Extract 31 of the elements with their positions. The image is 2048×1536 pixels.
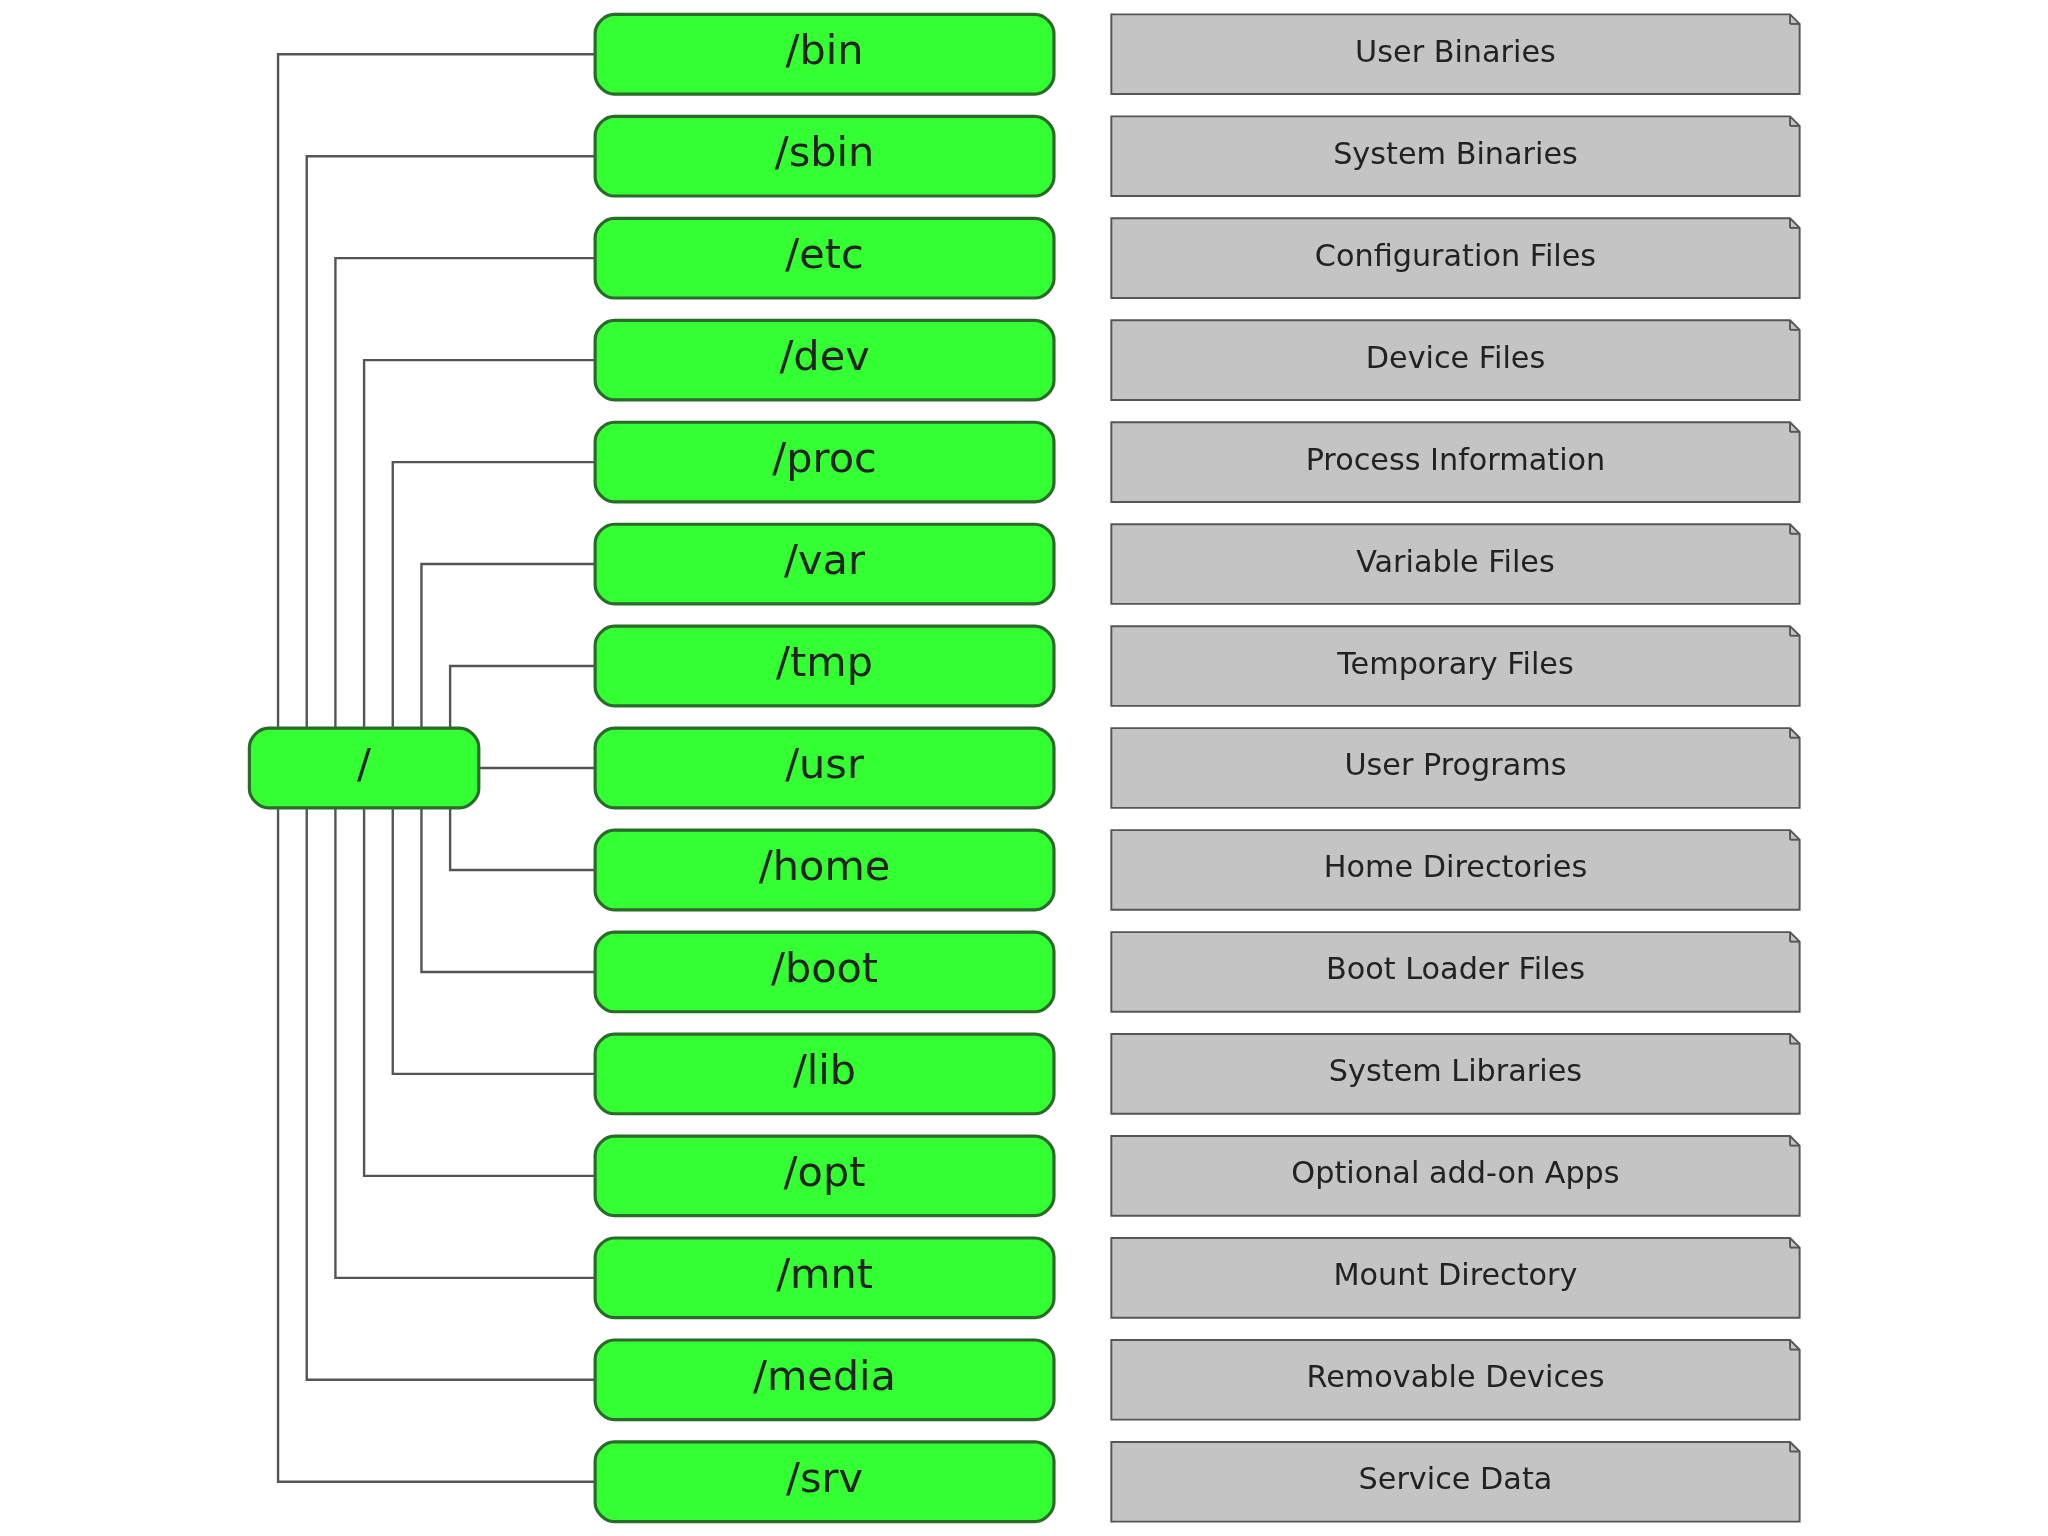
- node-box: /usr: [593, 726, 1056, 810]
- node-box: /opt: [593, 1134, 1056, 1218]
- connector: [448, 664, 595, 728]
- connector: [391, 808, 595, 1076]
- node-box: /dev: [593, 318, 1056, 402]
- node-box: /bin: [593, 12, 1056, 96]
- connector: [276, 53, 594, 729]
- connector: [333, 808, 595, 1280]
- connector: [419, 808, 595, 974]
- connector: [305, 808, 594, 1381]
- connector: [391, 460, 595, 728]
- connector: [276, 807, 594, 1483]
- node-box: /proc: [593, 420, 1056, 504]
- connector: [448, 808, 595, 872]
- node-box: /: [247, 726, 480, 810]
- node-box: /home: [593, 828, 1056, 912]
- node-box: /sbin: [593, 114, 1056, 198]
- node-box: /boot: [593, 930, 1056, 1014]
- node-box: /etc: [593, 216, 1056, 300]
- connector: [478, 766, 595, 770]
- node-box: /mnt: [593, 1236, 1056, 1320]
- node-box: /tmp: [593, 624, 1056, 708]
- node-box: /srv: [593, 1440, 1056, 1524]
- connector: [305, 155, 594, 728]
- connector: [419, 562, 595, 728]
- node-box: /lib: [593, 1032, 1056, 1116]
- connector: [362, 358, 595, 729]
- node-box: /var: [593, 522, 1056, 606]
- node-box: /media: [593, 1338, 1056, 1422]
- connector: [362, 807, 595, 1178]
- connector: [333, 256, 595, 728]
